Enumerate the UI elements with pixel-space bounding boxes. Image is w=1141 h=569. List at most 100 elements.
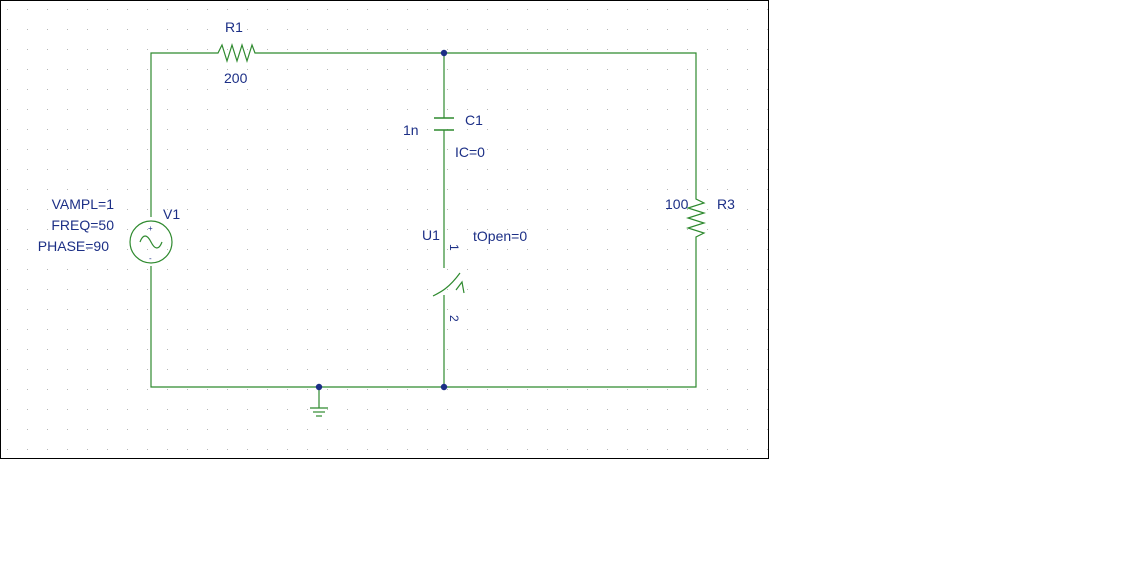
grid-dot: [667, 449, 668, 450]
grid-dot: [127, 429, 128, 430]
grid-dot: [127, 29, 128, 30]
grid-dot: [127, 389, 128, 390]
grid-dot: [147, 289, 148, 290]
grid-dot: [647, 169, 648, 170]
grid-dot: [747, 349, 748, 350]
grid-dot: [7, 329, 8, 330]
wire-left-top[interactable]: [150, 52, 215, 217]
grid-dot: [127, 169, 128, 170]
grid-dot: [247, 349, 248, 350]
grid-dot: [607, 189, 608, 190]
grid-dot: [367, 329, 368, 330]
grid-dot: [547, 249, 548, 250]
grid-dot: [647, 129, 648, 130]
grid-dot: [427, 29, 428, 30]
grid-dot: [67, 369, 68, 370]
grid-dot: [587, 349, 588, 350]
grid-dot: [127, 229, 128, 230]
grid-dot: [47, 269, 48, 270]
grid-dot: [567, 209, 568, 210]
grid-dot: [447, 89, 448, 90]
grid-dot: [747, 69, 748, 70]
grid-dot: [427, 149, 428, 150]
grid-dot: [327, 29, 328, 30]
grid-dot: [107, 89, 108, 90]
grid-dot: [767, 209, 768, 210]
grid-dot: [247, 269, 248, 270]
resistor-r1[interactable]: R1 200: [215, 19, 258, 86]
grid-dot: [227, 69, 228, 70]
grid-dot: [87, 229, 88, 230]
grid-dot: [747, 309, 748, 310]
grid-dot: [527, 249, 528, 250]
grid-dot: [167, 169, 168, 170]
page-border: [0, 0, 769, 459]
grid-dot: [327, 69, 328, 70]
grid-dot: [467, 129, 468, 130]
wire-top[interactable]: [258, 52, 697, 196]
grid-dot: [187, 129, 188, 130]
grid-dot: [287, 169, 288, 170]
grid-dot: [7, 389, 8, 390]
grid-dot: [367, 309, 368, 310]
grid-dot: [727, 229, 728, 230]
switch-u1[interactable]: U1 tOpen=0 1 2: [422, 227, 527, 322]
grid-dot: [707, 109, 708, 110]
grid-dot: [7, 289, 8, 290]
ground-icon: [310, 407, 328, 417]
grid-dot: [67, 349, 68, 350]
grid-dot: [127, 269, 128, 270]
grid-dot: [527, 129, 528, 130]
grid-dot: [707, 149, 708, 150]
grid-dot: [767, 169, 768, 170]
grid-dot: [367, 429, 368, 430]
grid-dot: [87, 389, 88, 390]
resistor-r3[interactable]: 100 R3: [665, 196, 735, 242]
grid-dot: [207, 329, 208, 330]
grid-dot: [87, 269, 88, 270]
grid-dot: [347, 129, 348, 130]
grid-dot: [627, 29, 628, 30]
source-v1[interactable]: + - V1 VAMPL=1 FREQ=50 PHASE=90: [38, 196, 181, 264]
grid-dot: [547, 449, 548, 450]
grid-dot: [147, 69, 148, 70]
grid-dot: [427, 109, 428, 110]
grid-dot: [767, 69, 768, 70]
grid-dot: [527, 89, 528, 90]
grid-dot: [107, 269, 108, 270]
grid-dot: [587, 169, 588, 170]
grid-dot: [167, 9, 168, 10]
grid-dot: [747, 109, 748, 110]
c1-value: 1n: [403, 122, 419, 138]
grid-dot: [127, 189, 128, 190]
grid-dot: [227, 429, 228, 430]
grid-dot: [287, 409, 288, 410]
grid-dot: [147, 189, 148, 190]
grid-dot: [67, 9, 68, 10]
grid-dot: [727, 189, 728, 190]
grid-dot: [447, 409, 448, 410]
grid-dot: [87, 349, 88, 350]
grid-dot: [7, 129, 8, 130]
grid-dot: [707, 429, 708, 430]
grid-dot: [427, 49, 428, 50]
grid-dot: [667, 309, 668, 310]
grid-dot: [107, 349, 108, 350]
grid-dot: [347, 189, 348, 190]
grid-dot: [107, 69, 108, 70]
grid-dot: [187, 169, 188, 170]
capacitor-c1[interactable]: 1n C1 IC=0: [403, 112, 485, 160]
v1-freq: FREQ=50: [51, 217, 114, 233]
grid-dot: [167, 149, 168, 150]
grid-dot: [407, 49, 408, 50]
ground-symbol[interactable]: [310, 407, 328, 417]
grid-dot: [147, 329, 148, 330]
grid-dot: [307, 429, 308, 430]
grid-dot: [447, 249, 448, 250]
grid-dot: [307, 129, 308, 130]
grid-dot: [407, 189, 408, 190]
wire-right-bottom[interactable]: [150, 242, 697, 388]
grid-dot: [427, 69, 428, 70]
grid-dot: [167, 109, 168, 110]
